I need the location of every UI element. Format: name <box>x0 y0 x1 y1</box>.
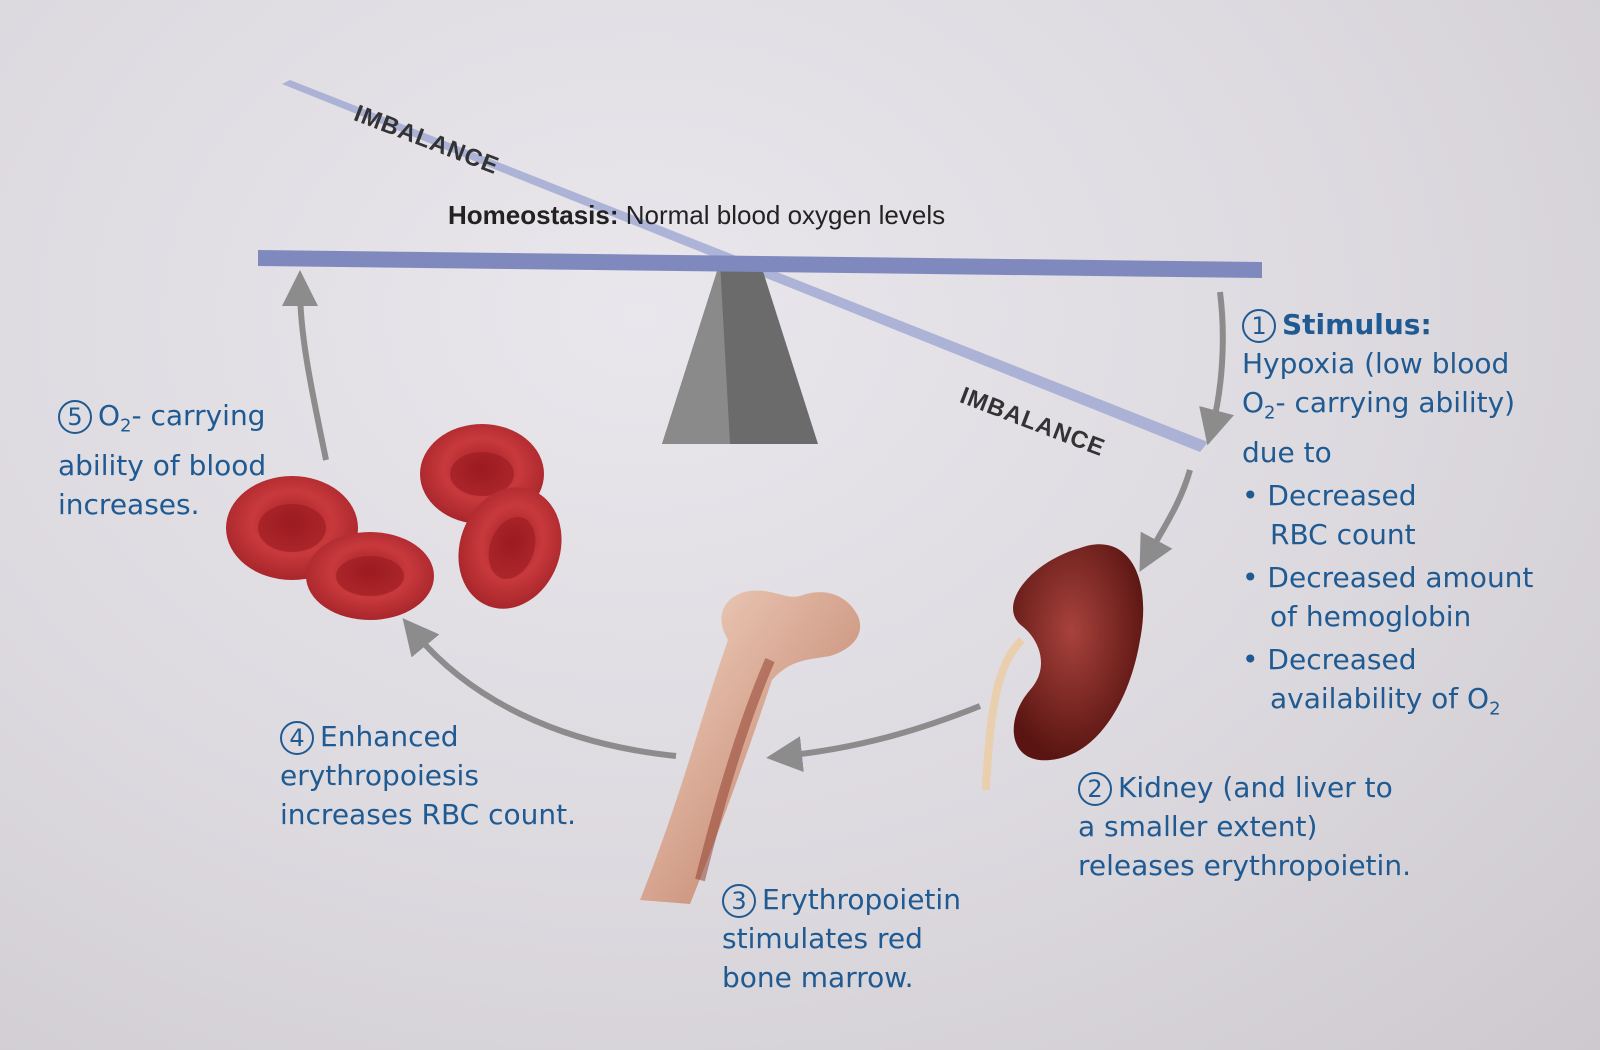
femur-bone <box>640 590 861 904</box>
step1-line1: Hypoxia (low blood <box>1242 347 1510 380</box>
step5-number: 5 <box>58 400 92 434</box>
arrow-stimulus <box>1199 291 1234 446</box>
arrow-to-balance <box>282 270 329 461</box>
step1-line3: due to <box>1242 435 1332 469</box>
red-blood-cells <box>226 424 562 620</box>
step3-line1: Erythropoietin <box>762 883 961 916</box>
step2-line3: releases erythropoietin. <box>1078 849 1411 882</box>
step3-line2: stimulates red <box>722 922 923 955</box>
homeostasis-text: Normal blood oxygen levels <box>625 200 946 230</box>
step1-bullet-3: Decreased availability of O2 <box>1242 640 1533 729</box>
step1-bullet-2: Decreased amount of hemoglobin <box>1242 558 1533 636</box>
step4-line1: Enhanced <box>320 720 459 753</box>
step1-number: 1 <box>1242 309 1276 343</box>
arrow-to-rbc <box>402 618 677 759</box>
step4-line3: increases RBC count. <box>280 798 577 831</box>
step1-heading: Stimulus: <box>1282 308 1432 341</box>
step4-number: 4 <box>280 721 314 755</box>
homeostasis-label: Homeostasis: <box>448 200 619 230</box>
balance-beam <box>258 250 1262 278</box>
arrow-to-bone <box>766 703 982 773</box>
kidney <box>982 544 1144 791</box>
step5-line3: increases. <box>58 487 200 521</box>
step3-line3: bone marrow. <box>722 961 914 994</box>
homeostasis-title: Homeostasis: Normal blood oxygen levels <box>448 200 945 231</box>
step1-bullet-1: Decreased RBC count <box>1242 476 1533 554</box>
arrow-to-kidney <box>1139 469 1193 572</box>
step5-line2: ability of blood <box>58 448 267 482</box>
step2-line2: a smaller extent) <box>1078 810 1318 843</box>
step2-number: 2 <box>1078 772 1112 806</box>
step1-line2: O2- carrying ability) <box>1242 386 1516 424</box>
step3-number: 3 <box>722 884 756 918</box>
step4-line2: erythropoiesis <box>280 759 479 792</box>
step2-line1: Kidney (and liver to <box>1118 771 1393 804</box>
